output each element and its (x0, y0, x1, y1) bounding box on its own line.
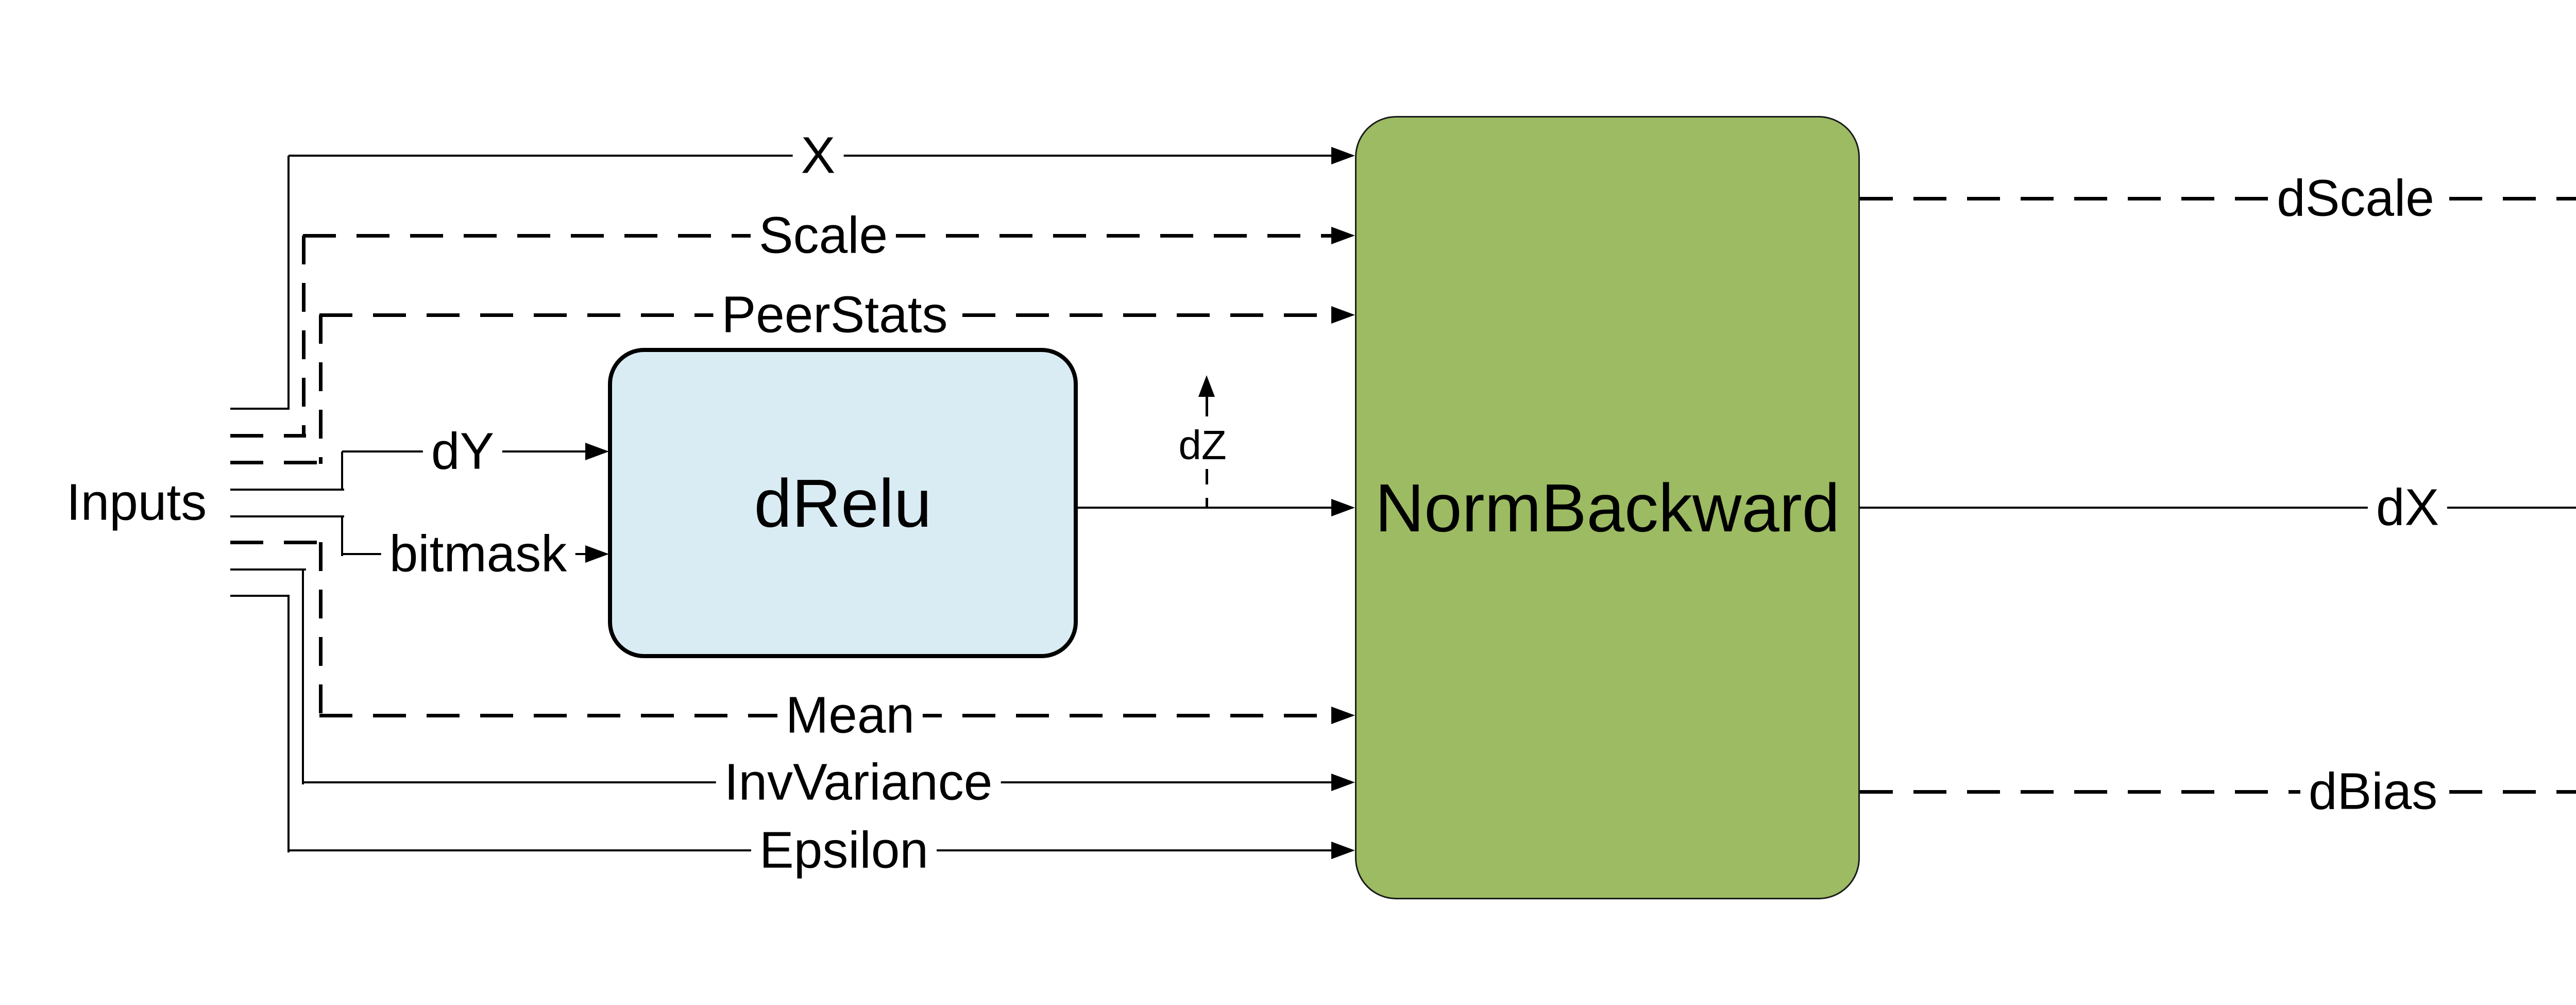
mean-label: Mean (777, 685, 923, 745)
stub-scale-line (230, 434, 306, 438)
bitmask-arrowhead-icon (585, 545, 609, 563)
invvariance-arrowhead-icon (1331, 774, 1355, 791)
inputs-label: Inputs (66, 473, 207, 531)
dz-label: dZ (1173, 422, 1232, 469)
stub-mean-line (230, 541, 323, 544)
dz-arrowhead-icon (1331, 499, 1355, 516)
dscale-label: dScale (2268, 169, 2443, 228)
dx-line (1860, 507, 2576, 509)
mean-drop-line (319, 542, 323, 717)
stub-x-line (230, 408, 290, 410)
stub-peerstats-line (230, 461, 323, 464)
bitmask-label: bitmask (381, 524, 575, 584)
epsilon-arrowhead-icon (1331, 842, 1355, 859)
peerstats-arrowhead-icon (1331, 306, 1355, 324)
normbackward-block: NormBackward (1355, 116, 1860, 899)
scale-label: Scale (750, 206, 896, 265)
drelu-block-label: dRelu (754, 465, 932, 541)
invvariance-drop-line (302, 569, 304, 784)
stub-epsilon-line (230, 595, 290, 597)
peerstats-label: PeerStats (713, 285, 956, 345)
peerstats-riser-line (319, 315, 323, 464)
dx-label: dX (2367, 478, 2448, 538)
scale-riser-line (302, 236, 306, 437)
drelu-block: dRelu (608, 348, 1078, 658)
dy-riser-line (341, 451, 343, 491)
invvariance-label: InvVariance (716, 752, 1001, 812)
x-riser-line (287, 156, 290, 410)
stub-bitmask-line (230, 515, 344, 517)
dz-line (1078, 507, 1333, 509)
dz-up-arrowhead-icon (1198, 375, 1215, 397)
epsilon-label: Epsilon (751, 820, 937, 880)
bitmask-drop-line (341, 516, 343, 556)
x-label: X (792, 126, 844, 186)
mean-arrowhead-icon (1331, 707, 1355, 724)
dy-label: dY (422, 422, 503, 481)
stub-dy-line (230, 489, 344, 491)
stub-invvariance-line (230, 568, 306, 571)
x-arrowhead-icon (1331, 147, 1355, 164)
epsilon-drop-line (287, 596, 290, 852)
scale-arrowhead-icon (1331, 227, 1355, 244)
dscale-line (1860, 197, 2576, 200)
dy-arrowhead-icon (585, 443, 609, 460)
normbackward-block-label: NormBackward (1375, 470, 1840, 546)
dbias-label: dBias (2300, 762, 2446, 822)
dbias-line (1860, 790, 2576, 794)
